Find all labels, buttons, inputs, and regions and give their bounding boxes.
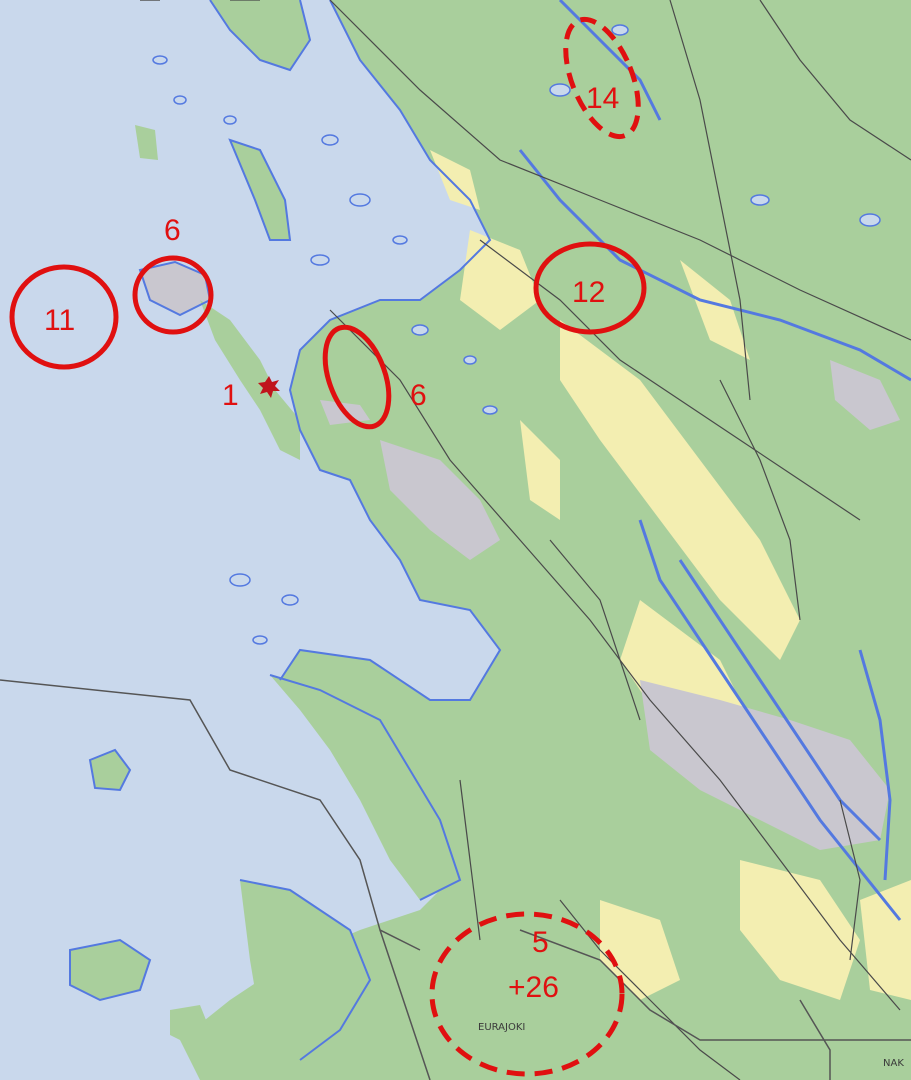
island-southwest-2 <box>240 880 370 1060</box>
shorelines <box>69 0 502 1061</box>
place-label-eurajoki: EURAJOKI <box>478 1022 525 1033</box>
annotation-label-6-west: 6 <box>164 214 181 247</box>
annotation-label-11: 11 <box>44 304 75 337</box>
annotation-circle-5-26[interactable] <box>429 911 625 1077</box>
skerries <box>152 24 881 645</box>
island-southwest-4 <box>170 1005 210 1045</box>
island-southwest-1 <box>90 750 130 790</box>
annotation-circle-6-west[interactable] <box>132 255 214 335</box>
island-long <box>230 140 290 240</box>
island-west-6 <box>140 262 210 315</box>
annotation-label-5: 5 <box>532 926 549 959</box>
peninsula-south <box>270 675 460 900</box>
annotation-circle-6-mid[interactable] <box>313 319 401 436</box>
annotation-label-12: 12 <box>572 276 605 309</box>
place-label-nak: NAK <box>883 1058 904 1069</box>
rivers <box>518 0 911 921</box>
island-north <box>210 0 310 70</box>
island-southwest-3 <box>70 940 150 1000</box>
annotation-circle-12[interactable] <box>533 241 647 335</box>
star-marker-icon[interactable] <box>258 376 280 398</box>
annotation-label-6-mid: 6 <box>410 379 427 412</box>
island-small-west <box>135 125 158 160</box>
roads <box>230 0 911 1080</box>
peninsula-1 <box>200 300 300 460</box>
annotation-circle-11[interactable] <box>9 264 119 370</box>
annotation-label-14: 14 <box>586 82 619 115</box>
annotation-label-26: +26 <box>508 971 559 1004</box>
annotation-label-1: 1 <box>222 379 239 412</box>
mainland <box>180 0 911 1080</box>
